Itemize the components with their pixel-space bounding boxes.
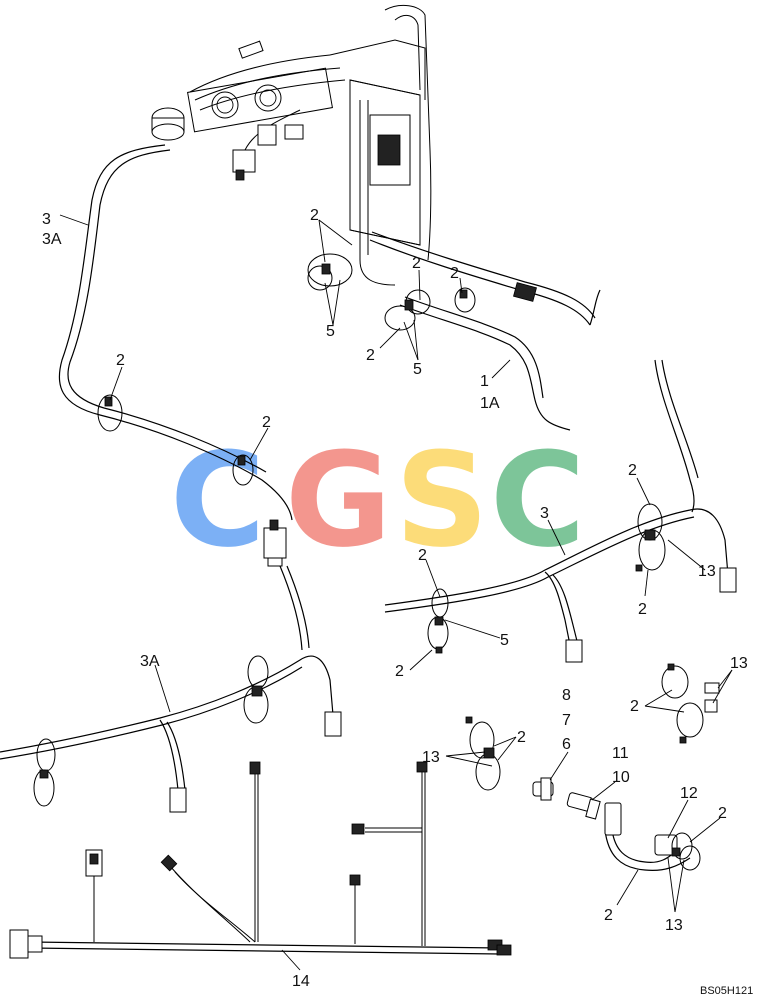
callout-13: 13 (730, 655, 748, 672)
watermark-letter-c1: C (170, 424, 265, 576)
small-parts (465, 663, 720, 871)
watermark-letter-c2: C (490, 424, 585, 576)
harness-14 (9, 761, 512, 959)
watermark-letter-s: S (395, 424, 489, 576)
callout-2: 2 (418, 547, 427, 564)
callout-12: 12 (680, 785, 698, 802)
callout-2: 2 (450, 265, 459, 282)
callout-5: 5 (326, 323, 335, 340)
harness-3a-left (0, 565, 342, 813)
callout-2: 2 (630, 698, 639, 715)
callout-2: 2 (638, 601, 647, 618)
callout-10: 10 (612, 769, 630, 786)
watermark-letter-g: G (285, 424, 392, 576)
callout-3: 3 (540, 505, 549, 522)
callout-2: 2 (262, 414, 271, 431)
callout-2: 2 (412, 255, 421, 272)
watermark: C G S C (170, 424, 585, 576)
callout-8: 8 (562, 687, 571, 704)
callout-14: 14 (292, 973, 310, 990)
callout-3: 3 (42, 211, 51, 228)
callout-13: 13 (422, 749, 440, 766)
callout-2: 2 (718, 805, 727, 822)
connector-cluster (187, 40, 346, 181)
callout-2: 2 (366, 347, 375, 364)
callout-3a: 3A (42, 231, 62, 248)
callout-2: 2 (517, 729, 526, 746)
callout-6: 6 (562, 736, 571, 753)
mounting-bracket (329, 4, 432, 286)
callout-13: 13 (665, 917, 683, 934)
callout-2: 2 (310, 207, 319, 224)
diagram-code: BS05H121 (700, 985, 753, 997)
callout-5: 5 (413, 361, 422, 378)
callout-2: 2 (604, 907, 613, 924)
leader-lines (59, 214, 733, 971)
callout-labels: 3 3A 2 5 2 2 2 5 1 1A 2 2 2 3 13 2 2 5 2… (42, 207, 753, 997)
callout-7: 7 (562, 712, 571, 729)
harness-3-right (384, 359, 737, 663)
callout-5: 5 (500, 632, 509, 649)
callout-11: 11 (612, 745, 629, 762)
callout-2: 2 (628, 462, 637, 479)
callout-2: 2 (395, 663, 404, 680)
callout-1a: 1A (480, 395, 500, 412)
top-harness-assembly (58, 4, 601, 567)
callout-2: 2 (116, 352, 125, 369)
callout-3a: 3A (140, 653, 160, 670)
callout-13: 13 (698, 563, 716, 580)
callout-1: 1 (480, 373, 489, 390)
